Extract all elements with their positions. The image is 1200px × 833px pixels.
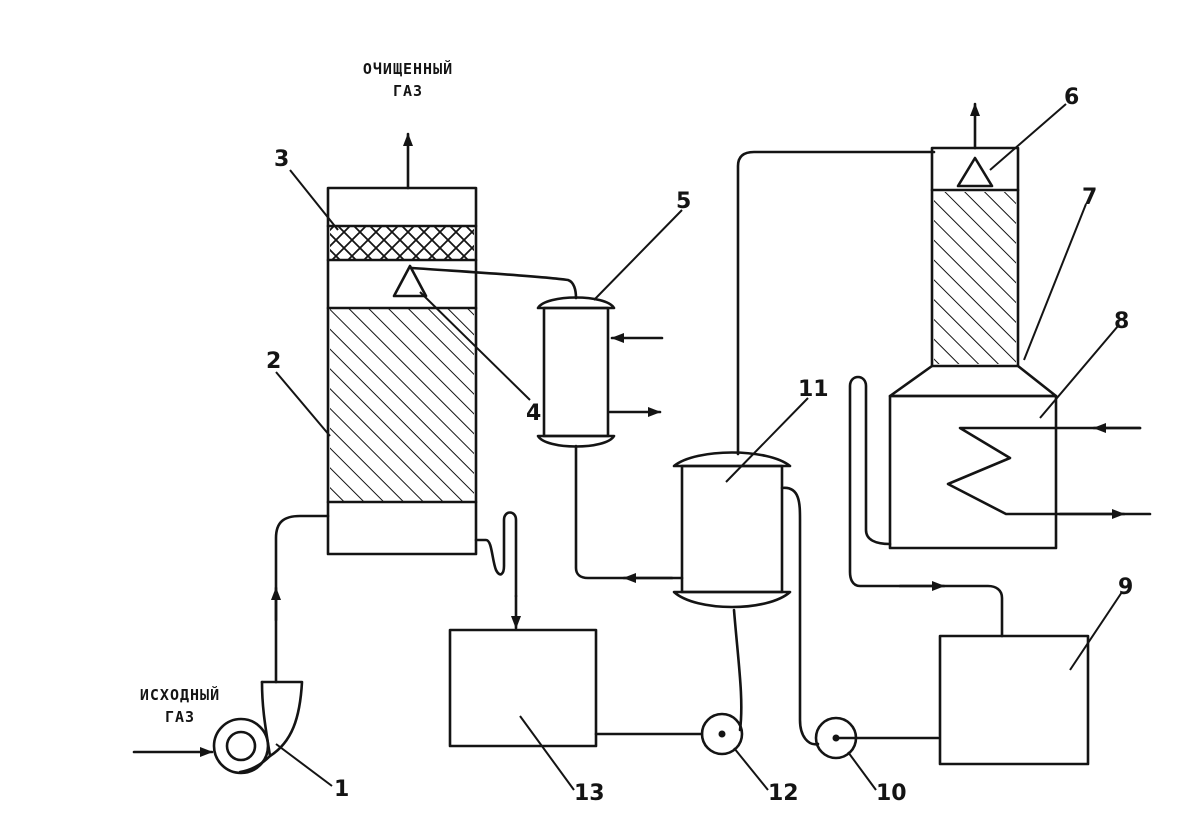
callout-8: 8 xyxy=(1114,309,1129,334)
callout-13: 13 xyxy=(574,781,605,806)
gas-line-to-absorber xyxy=(274,514,330,684)
callout-2: 2 xyxy=(266,349,281,374)
line-cooler-to-vessel xyxy=(574,444,684,580)
source-gas-label-line1: ИСХОДНЫЙ xyxy=(140,685,220,704)
callout-10: 10 xyxy=(876,781,907,806)
vapor-line-to-desorber xyxy=(736,150,936,456)
absorber-hydraulic-seal xyxy=(474,511,518,598)
purified-gas-label-line2: ГАЗ xyxy=(393,82,423,100)
absorber-column xyxy=(326,186,478,556)
mist-eliminator xyxy=(330,226,474,260)
heating-coil xyxy=(946,426,1152,516)
source-gas-label-line2: ГАЗ xyxy=(165,708,195,726)
callout-1: 1 xyxy=(334,777,349,802)
callout-7: 7 xyxy=(1082,185,1097,210)
purified-gas-label-line1: ОЧИЩЕННЫЙ xyxy=(363,59,453,78)
heater-8 xyxy=(888,364,1152,550)
collection-tank-13 xyxy=(448,628,598,748)
desorber-packing xyxy=(934,192,1016,364)
callout-9: 9 xyxy=(1118,575,1133,600)
line-vessel-to-pump-12 xyxy=(732,608,743,732)
storage-tank-9 xyxy=(938,634,1090,766)
line-vessel-to-pump-10 xyxy=(780,486,820,746)
liquid-line-to-distributor xyxy=(410,266,578,300)
pump-12 xyxy=(700,712,744,756)
desorber-column xyxy=(930,146,1020,368)
callout-12: 12 xyxy=(768,781,799,806)
callout-6: 6 xyxy=(1064,85,1079,110)
liquid-distributor xyxy=(392,264,428,298)
blower xyxy=(212,680,304,775)
line-tank-9-to-heater xyxy=(848,375,1004,638)
callout-11: 11 xyxy=(798,377,829,402)
callout-3: 3 xyxy=(274,147,289,172)
packing-bed xyxy=(330,308,474,502)
callout-leaders xyxy=(275,103,1123,791)
intermediate-vessel-11 xyxy=(672,451,792,609)
cooler-5 xyxy=(536,296,616,448)
desorber-distributor xyxy=(956,156,994,188)
callout-4: 4 xyxy=(526,401,541,426)
callout-5: 5 xyxy=(676,189,691,214)
